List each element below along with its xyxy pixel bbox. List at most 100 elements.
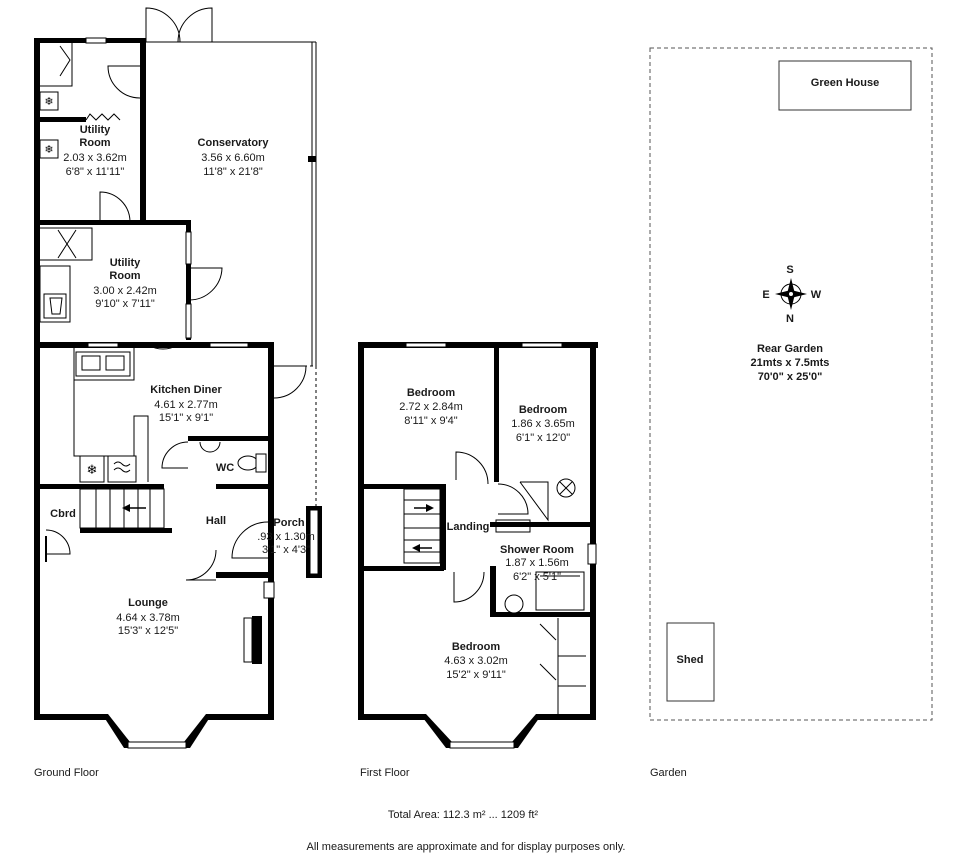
porch-imperial: 3'1" x 4'3" bbox=[262, 544, 310, 556]
kitchen-imperial: 15'1" x 9'1" bbox=[159, 412, 213, 424]
wall-right bbox=[268, 342, 274, 720]
shower-imperial: 6'2" x 5'1" bbox=[513, 571, 561, 583]
door-lounge[interactable] bbox=[185, 549, 217, 581]
wall-wc-top bbox=[188, 436, 272, 441]
wc-name: WC bbox=[216, 462, 234, 474]
utility1-metric: 2.03 x 3.62m bbox=[63, 152, 127, 164]
garden-boundary bbox=[649, 47, 933, 721]
conservatory-metric: 3.56 x 6.60m bbox=[201, 152, 265, 164]
rear-garden-name: Rear Garden bbox=[757, 343, 823, 355]
disclaimer: All measurements are approximate and for… bbox=[307, 841, 626, 853]
ff-wall-bedroom3-top bbox=[358, 566, 444, 571]
ff-wall-bottom-right bbox=[536, 714, 596, 720]
utility1-imperial: 6'8" x 11'11" bbox=[66, 166, 125, 178]
shower-basin bbox=[504, 594, 524, 614]
svg-text:❄: ❄ bbox=[44, 96, 53, 108]
ff-wall-bottom-left bbox=[358, 714, 426, 720]
porch-metric: .93 x 1.30m bbox=[257, 531, 314, 543]
compass-e: E bbox=[762, 289, 769, 301]
utility2-metric: 3.00 x 2.42m bbox=[93, 285, 157, 297]
ff-wall-shower-bottom bbox=[490, 612, 596, 617]
door-porch[interactable] bbox=[231, 521, 269, 559]
ff-wall-shower-left bbox=[490, 566, 496, 616]
porch-name: Porch bbox=[273, 517, 304, 529]
kitchen-window bbox=[87, 342, 119, 348]
ff-wall-landing bbox=[440, 484, 446, 570]
toilet bbox=[237, 455, 259, 471]
door-utility2[interactable] bbox=[99, 191, 131, 223]
garden-caption: Garden bbox=[650, 767, 687, 779]
bedroom1-name: Bedroom bbox=[407, 387, 456, 399]
ff-stairs bbox=[403, 488, 441, 564]
wall-bottom-left bbox=[34, 714, 108, 720]
lounge-metric: 4.64 x 3.78m bbox=[116, 612, 180, 624]
utility2-name-2: Room bbox=[109, 270, 140, 282]
door-conservatory[interactable] bbox=[273, 365, 307, 399]
green-house-box bbox=[778, 60, 912, 111]
fridge-icon bbox=[79, 455, 105, 483]
utility1-name-1: Utility bbox=[80, 124, 111, 136]
bay-window bbox=[127, 741, 187, 749]
ff-wall-right bbox=[590, 342, 596, 720]
svg-text:❄: ❄ bbox=[44, 144, 53, 156]
bedroom1-imperial: 8'11" x 9'4" bbox=[404, 415, 457, 427]
washer-icon bbox=[39, 91, 59, 111]
wall-stairs-bottom bbox=[80, 528, 172, 533]
kitchen-metric: 4.61 x 2.77m bbox=[154, 399, 218, 411]
rear-garden-imperial: 70'0" x 25'0" bbox=[758, 371, 823, 383]
door-wc[interactable] bbox=[161, 441, 189, 469]
compass-w: W bbox=[811, 289, 822, 301]
door-bedroom2[interactable] bbox=[497, 483, 529, 515]
french-door-right[interactable] bbox=[177, 7, 213, 43]
french-door-left[interactable] bbox=[145, 7, 181, 43]
door-bedroom3[interactable] bbox=[453, 571, 485, 603]
ff-wall-bedroom1-bottom bbox=[358, 484, 440, 489]
bedroom2-imperial: 6'1" x 12'0" bbox=[516, 432, 570, 444]
wall-kitchen-top bbox=[34, 342, 274, 348]
bedroom2-name: Bedroom bbox=[519, 404, 568, 416]
first-floor-plan bbox=[358, 342, 598, 749]
bedroom3-name: Bedroom bbox=[452, 641, 501, 653]
shower-name: Shower Room bbox=[500, 544, 574, 556]
door-bedroom1[interactable] bbox=[455, 451, 489, 485]
garden-plan bbox=[649, 47, 933, 721]
door-kitchen[interactable] bbox=[147, 344, 179, 350]
wall-utility-conservatory bbox=[140, 38, 146, 224]
fireplace bbox=[243, 617, 253, 663]
bedroom1-metric: 2.72 x 2.84m bbox=[399, 401, 463, 413]
conservatory-name: Conservatory bbox=[198, 137, 270, 149]
porch-glass bbox=[309, 509, 319, 575]
bay-wall-left bbox=[102, 714, 130, 748]
cbrd-name: Cbrd bbox=[50, 508, 76, 520]
compass-s: S bbox=[786, 264, 793, 276]
shower-metric: 1.87 x 1.56m bbox=[505, 557, 569, 569]
conservatory-imperial: 11'8" x 21'8" bbox=[203, 166, 263, 178]
ff-wall-bedroom-divider bbox=[494, 342, 499, 482]
wall-bottom-right bbox=[206, 714, 274, 720]
shed-label: Shed bbox=[677, 654, 704, 666]
rear-garden-metric: 21mts x 7.5mts bbox=[751, 357, 830, 369]
bedroom2-metric: 1.86 x 3.65m bbox=[511, 418, 575, 430]
ground-stairs bbox=[79, 488, 165, 529]
wall-utility-lower bbox=[34, 220, 146, 225]
compass-icon bbox=[775, 278, 807, 310]
door-utility1[interactable] bbox=[107, 65, 141, 99]
bay-wall-right bbox=[184, 714, 212, 748]
first-floor-caption: First Floor bbox=[360, 767, 410, 779]
bedroom3-metric: 4.63 x 3.02m bbox=[444, 655, 508, 667]
wall-left bbox=[34, 38, 40, 720]
lounge-name: Lounge bbox=[128, 597, 168, 609]
wall-porch-bottom bbox=[216, 572, 274, 578]
door-cbrd[interactable] bbox=[45, 529, 71, 555]
compass-n: N bbox=[786, 313, 794, 325]
ff-wall-top bbox=[358, 342, 598, 348]
kitchen-window-2 bbox=[209, 342, 249, 348]
wall-utility2-top bbox=[140, 220, 190, 225]
oven bbox=[107, 455, 137, 483]
lounge-imperial: 15'3" x 12'5" bbox=[118, 625, 178, 637]
wall-utility-divider bbox=[34, 117, 86, 122]
door-utility2-side[interactable] bbox=[188, 267, 223, 301]
freezer-icon bbox=[39, 139, 59, 159]
hall-name: Hall bbox=[206, 515, 226, 527]
shower-tray bbox=[535, 571, 585, 611]
